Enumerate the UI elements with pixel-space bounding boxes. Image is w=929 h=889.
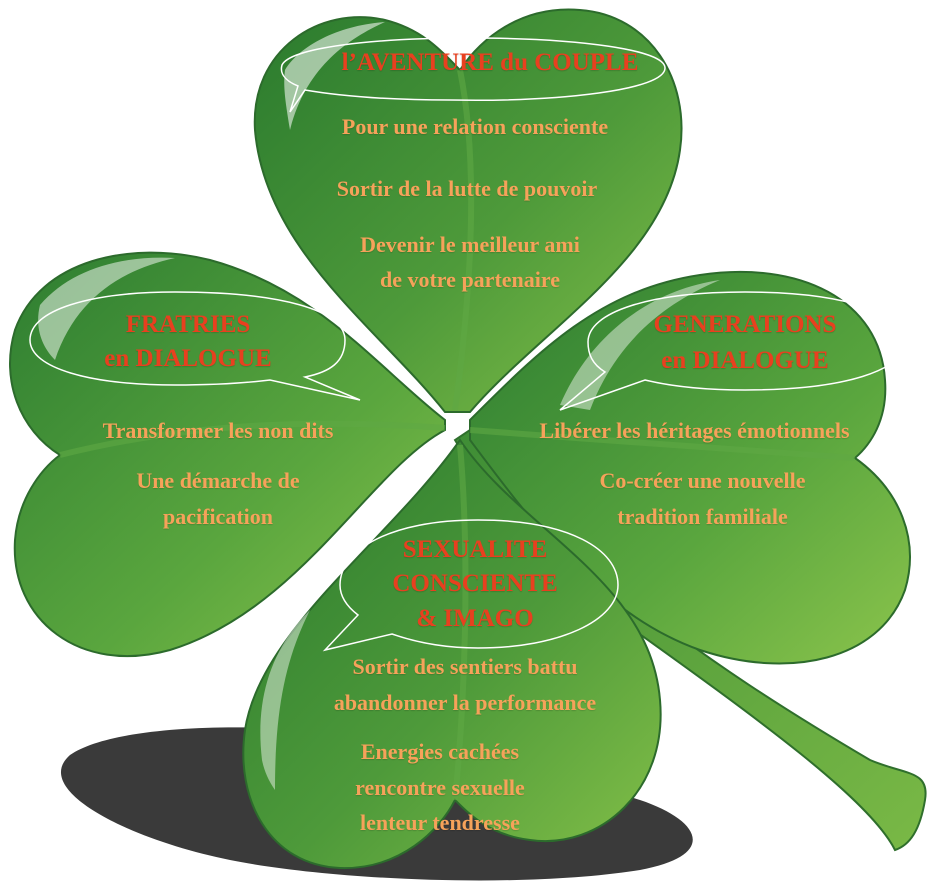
bottom-leaf-item-4: rencontre sexuelle <box>355 775 525 800</box>
left-leaf-item-2: Une démarche de <box>136 468 300 493</box>
leaf-left-highlight <box>38 257 175 360</box>
leaf-top-vein <box>452 69 475 411</box>
bottom-leaf-item-2: abandonner la performance <box>333 690 597 715</box>
left-leaf-item-1: Transformer les non dits <box>102 418 334 443</box>
leaf-left-vein <box>59 420 446 458</box>
top-leaf-item-3: Devenir le meilleur ami <box>360 232 580 257</box>
right-leaf-item-1: Libérer les héritages émotionnels <box>539 418 850 443</box>
leaf-top-highlight <box>284 22 385 130</box>
speech-bubble-left <box>29 291 361 401</box>
right-leaf-title-line1: GENERATIONS <box>653 311 837 338</box>
bottom-leaf-title-line2: CONSCIENTE <box>392 570 558 597</box>
speech-bubble-right <box>559 291 906 411</box>
leaf-bottom-highlight <box>260 610 310 790</box>
left-leaf-title-line2: en DIALOGUE <box>104 345 272 372</box>
top-leaf-item-4: de votre partenaire <box>379 267 561 292</box>
left-leaf-title-line1: FRATRIES <box>125 311 251 338</box>
right-leaf-title-line2: en DIALOGUE <box>661 347 829 374</box>
speech-bubble-bottom <box>322 519 619 652</box>
bottom-leaf-item-5: lenteur tendresse <box>360 810 520 835</box>
top-leaf-item-2: Sortir de la lutte de pouvoir <box>336 176 598 201</box>
bottom-leaf-item-3: Energies cachées <box>360 739 520 764</box>
top-leaf-title: l’AVENTURE du COUPLE <box>341 49 639 76</box>
right-leaf-item-3: tradition familiale <box>617 504 788 529</box>
left-leaf-item-3: pacification <box>163 504 273 529</box>
bottom-leaf-item-1: Sortir des sentiers battu <box>352 654 578 679</box>
right-leaf-item-2: Co-créer une nouvelle <box>599 468 806 493</box>
bottom-leaf-title-line3: & IMAGO <box>416 605 534 632</box>
speech-bubble-top <box>280 37 666 113</box>
leaf-bottom-vein <box>452 444 469 801</box>
leaf-right-highlight <box>560 280 720 410</box>
leaf-bottom <box>242 438 662 870</box>
top-leaf-item-1: Pour une relation consciente <box>341 114 609 139</box>
leaf-right-vein <box>469 427 856 461</box>
bottom-leaf-title-line1: SEXUALITE <box>402 536 548 563</box>
